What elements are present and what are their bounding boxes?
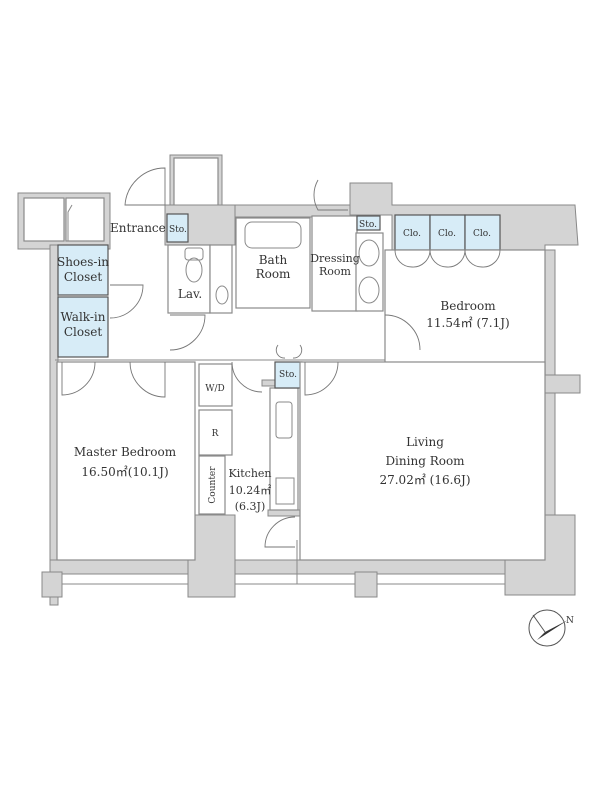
- label-closet-2: Clo.: [438, 229, 456, 239]
- master-bedroom: [56, 361, 196, 561]
- label-lav: Lav.: [178, 287, 202, 301]
- label-bedroom: Bedroom: [440, 299, 496, 313]
- closet-2: [429, 214, 466, 251]
- walk-in-closet: [57, 296, 109, 358]
- label-master-bedroom-area: 16.50㎡(10.1J): [81, 465, 168, 479]
- sink-icon: [215, 285, 229, 305]
- label-kitchen-area: 10.24㎡: [229, 484, 272, 497]
- label-kitchen-jo: (6.3J): [235, 500, 266, 513]
- label-shoes-closet-2: Closet: [64, 270, 103, 284]
- label-dining-room: Dining Room: [385, 454, 465, 468]
- label-bedroom-area: 11.54㎡ (7.1J): [426, 316, 509, 330]
- kitchen-sink-icon: [275, 401, 293, 439]
- label-kitchen: Kitchen: [229, 467, 272, 480]
- compass-north-label: N: [566, 616, 574, 626]
- shoes-in-closet: [57, 244, 109, 296]
- dressing-storage: [356, 215, 381, 231]
- label-closet-1: Clo.: [403, 229, 421, 239]
- label-closet-3: Clo.: [473, 229, 491, 239]
- label-entrance-storage: Sto.: [169, 225, 187, 235]
- dressing-room: [311, 215, 358, 312]
- doors: [61, 167, 501, 548]
- label-shoes-closet: Shoes-in: [57, 255, 109, 269]
- label-kitchen-storage: Sto.: [279, 370, 297, 380]
- closet-3: [464, 214, 501, 251]
- label-walkin-closet-2: Closet: [64, 325, 103, 339]
- label-dressing-2: Room: [319, 265, 352, 278]
- label-bath: Bath: [259, 253, 288, 267]
- label-master-bedroom: Master Bedroom: [74, 445, 177, 459]
- label-dressing-storage: Sto.: [359, 220, 377, 230]
- compass-icon: N: [528, 609, 574, 647]
- label-walkin-closet: Walk-in: [61, 310, 106, 324]
- label-washer-dryer: W/D: [205, 384, 225, 394]
- label-living-area: 27.02㎡ (16.6J): [379, 473, 470, 487]
- refrigerator: [198, 409, 233, 456]
- stove-icon: [275, 477, 295, 505]
- label-entrance: Entrance: [110, 221, 166, 235]
- label-refrigerator: R: [212, 429, 219, 439]
- label-bath-2: Room: [256, 267, 291, 281]
- washer-dryer: [198, 363, 233, 407]
- bedroom: [384, 249, 546, 376]
- toilet-icon: [184, 247, 204, 261]
- label-living: Living: [406, 435, 444, 449]
- bath-room: [235, 217, 311, 309]
- label-dressing: Dressing: [310, 252, 360, 265]
- closet-1: [394, 214, 431, 251]
- bathtub-icon: [244, 221, 302, 249]
- counter: [198, 455, 226, 515]
- label-counter: Counter: [208, 466, 218, 504]
- living-dining-room: [299, 361, 546, 561]
- entrance-storage: [166, 213, 189, 243]
